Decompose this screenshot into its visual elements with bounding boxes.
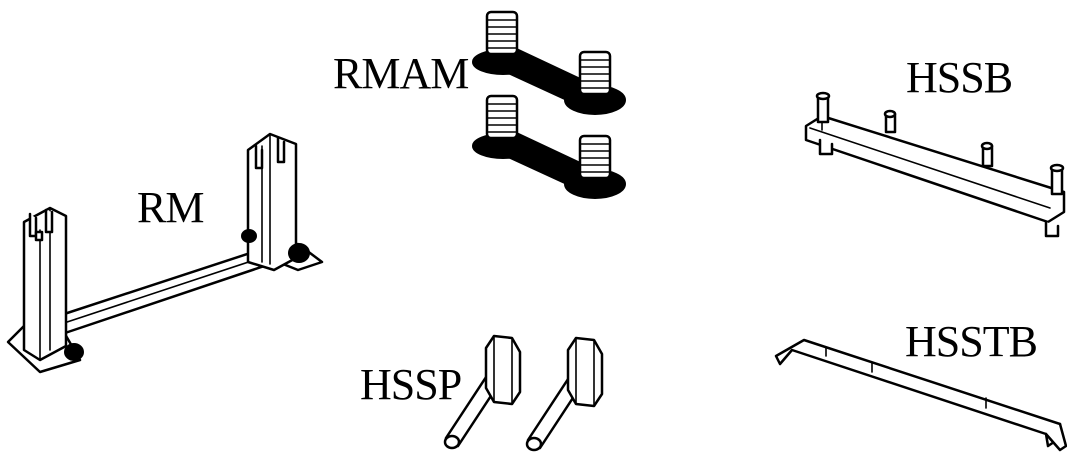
hsstb-label: HSSTB (905, 317, 1038, 366)
hssb-label: HSSB (906, 53, 1013, 102)
rm-label: RM (137, 183, 204, 232)
hsstb-bracket (774, 338, 1067, 452)
hssb-bar (804, 91, 1066, 238)
rmam-label: RMAM (333, 49, 469, 98)
hssp-pins (443, 334, 604, 452)
hssp-label: HSSP (360, 360, 462, 409)
rm-bracket (6, 132, 324, 374)
rmam-standoffs (472, 10, 626, 199)
